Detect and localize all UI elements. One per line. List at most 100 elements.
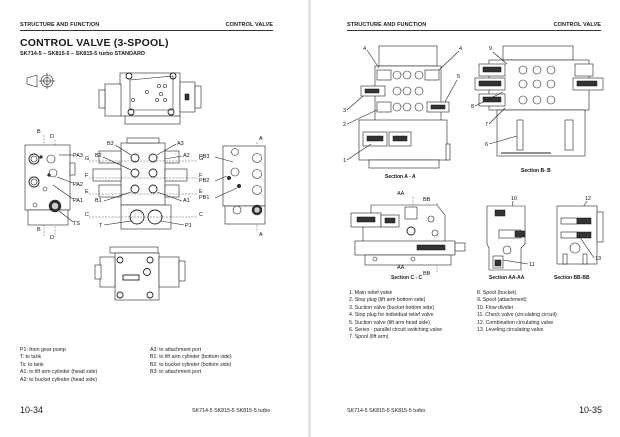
parts-list-col2: 8. Spool (bucket) 9. Spool (attachment) … (477, 290, 557, 334)
label-D: D (50, 134, 54, 140)
section-caption: Section A - A (385, 174, 416, 180)
valve-top-view (98, 72, 202, 125)
legend-item: B2: to bucket cylinder (bottom side) (150, 361, 232, 368)
callout-5: 5 (457, 74, 460, 80)
legend-item: P1: from gear pump (20, 347, 66, 353)
page-header: STRUCTURE AND FUNCTION CONTROL VALVE (20, 22, 273, 31)
port-A2: A2 (183, 153, 190, 159)
port-B3: B3 (107, 141, 114, 147)
callout-6: 6 (485, 142, 488, 148)
page-gutter (308, 0, 311, 437)
footer-models: SK714-5 SK815-5 SK815-5 turbo (192, 408, 271, 414)
section-caption: Section C - C (391, 275, 423, 281)
legend-item: B3: to attachment port (150, 369, 202, 376)
legend-item: T: to tank (20, 354, 42, 361)
parts-list-item: 4. Stop plug for individual relief valve (349, 312, 434, 319)
parts-list-item: 11. Check valve (circulating circuit) (477, 312, 557, 319)
port-PA3: PA3 (73, 153, 83, 159)
parts-list-item: 13. Leveling circulating valve (477, 327, 544, 334)
section-aa-aa-drawing: 10 11 (486, 196, 535, 271)
label-B-bottom: B (37, 227, 41, 233)
callout-9: 9 (489, 46, 492, 52)
section-a-a-drawing: 4 4 5 3 2 1 Section A - A (343, 45, 462, 180)
port-legend-col1: P1: from gear pump T: to tank Ts: to tan… (20, 347, 97, 384)
parts-list-col1: 1. Main relief valve 2. Stop plug (lift … (349, 290, 442, 342)
callout-3: 3 (343, 108, 346, 114)
section-b-b-drawing: 9 8 7 6 Section B- B (471, 45, 604, 174)
page-number: 10-34 (20, 405, 44, 415)
section-C-left: C (85, 212, 89, 218)
valve-right-side-view: A PB3 PB2 PB1 A (199, 136, 266, 238)
port-PA2: PA2 (73, 182, 83, 188)
callout-7: 7 (485, 122, 488, 128)
header-topic: CONTROL VALVE (553, 22, 601, 28)
callout-11: 11 (529, 262, 535, 268)
callout-BB: BB (423, 197, 431, 203)
callout-4: 4 (459, 46, 462, 52)
section-E-left: E (85, 189, 89, 195)
section-G-right: G (199, 156, 203, 162)
parts-list-item: 3. Suction valve (bucket bottom side) (349, 304, 435, 311)
footer-models: SK714-5 SK815-5 SK815-5 turbo (347, 408, 426, 414)
parts-list-item: 1. Main relief valve (349, 290, 393, 296)
legend-item: A1: to lift arm cylinder (head side) (20, 369, 98, 376)
port-PB2: PB2 (199, 178, 209, 184)
port-PB3: PB3 (199, 154, 209, 160)
port-B1: B1 (95, 198, 102, 204)
header-topic: CONTROL VALVE (225, 22, 273, 28)
label-B: B (37, 129, 41, 135)
legend-item: A2: to bucket cylinder (head side) (20, 376, 97, 383)
projection-symbol-icon (26, 73, 55, 89)
callout-10: 10 (511, 196, 517, 202)
valve-bottom-view (94, 246, 186, 301)
callout-2: 2 (343, 122, 346, 128)
section-caption: Section BB-BB (554, 275, 590, 281)
parts-list-item: 8. Spool (bucket) (477, 290, 517, 296)
section-F-right: F (199, 173, 203, 179)
header-section: STRUCTURE AND FUNCTION (20, 22, 100, 28)
port-PB1: PB1 (199, 195, 209, 201)
port-PA1: PA1 (73, 198, 83, 204)
section-caption: Section AA-AA (489, 275, 525, 281)
valve-front-view: B3 A3 B2 A2 G G F F E E B1 A1 C C T P1 (85, 137, 203, 230)
parts-list-item: 2. Stop plug (lift arm bottom side) (349, 297, 426, 304)
callout-AA: AA (397, 265, 405, 271)
valve-left-side-view: B D PA3 PA2 PA1 TS B D (24, 129, 83, 241)
legend-item: B1: to lift arm cylinder (bottom side) (150, 354, 232, 361)
callout-8: 8 (471, 104, 474, 110)
section-G-left: G (85, 156, 89, 162)
section-C-right: C (199, 212, 203, 218)
parts-list-item: 5. Suction valve (lift arm head side) (349, 319, 431, 326)
left-page: STRUCTURE AND FUNCTION CONTROL VALVE CON… (0, 0, 309, 437)
callout-4: 4 (363, 46, 366, 52)
port-legend-col2: A3: to attachment port B1: to lift arm c… (150, 347, 232, 377)
label-D-bottom: D (50, 235, 54, 241)
port-A1: A1 (183, 198, 190, 204)
page-title: CONTROL VALVE (3-SPOOL) (20, 37, 169, 49)
callout-13: 13 (595, 256, 601, 262)
label-A: A (259, 136, 263, 142)
section-E-right: E (199, 189, 203, 195)
section-caption: Section B- B (521, 168, 551, 174)
callout-1: 1 (343, 158, 346, 164)
page-subtitle: SK714-5 – SK815-5 – SK815-5 turbo STANDA… (20, 51, 145, 57)
port-P1: P1 (185, 223, 192, 229)
section-F-left: F (85, 173, 89, 179)
port-B2: B2 (95, 153, 102, 159)
parts-list-item: 10. Flow divider (477, 304, 514, 311)
page-header: STRUCTURE AND FUNCTION CONTROL VALVE (347, 22, 601, 31)
parts-list-item: 7. Spool (lift arm) (349, 334, 389, 341)
port-T: T (99, 223, 103, 229)
parts-list-item: 12. Combination circulating valve (477, 319, 554, 326)
legend-item: Ts: to tank (20, 361, 44, 368)
legend-item: A3: to attachment port (150, 347, 202, 353)
section-c-c-drawing: AA BB AA BB (350, 191, 466, 277)
parts-list-item: 9. Spool (attachment) (477, 297, 527, 304)
section-bb-bb-drawing: 12 13 (556, 196, 604, 265)
port-A3: A3 (177, 141, 184, 147)
right-page: STRUCTURE AND FUNCTION CONTROL VALVE 4 4… (311, 0, 620, 437)
port-TS: TS (73, 221, 80, 227)
parts-list-item: 6. Series - parallel circuit switching v… (349, 327, 443, 334)
callout-12: 12 (585, 196, 591, 202)
callout-AA: AA (397, 191, 405, 197)
